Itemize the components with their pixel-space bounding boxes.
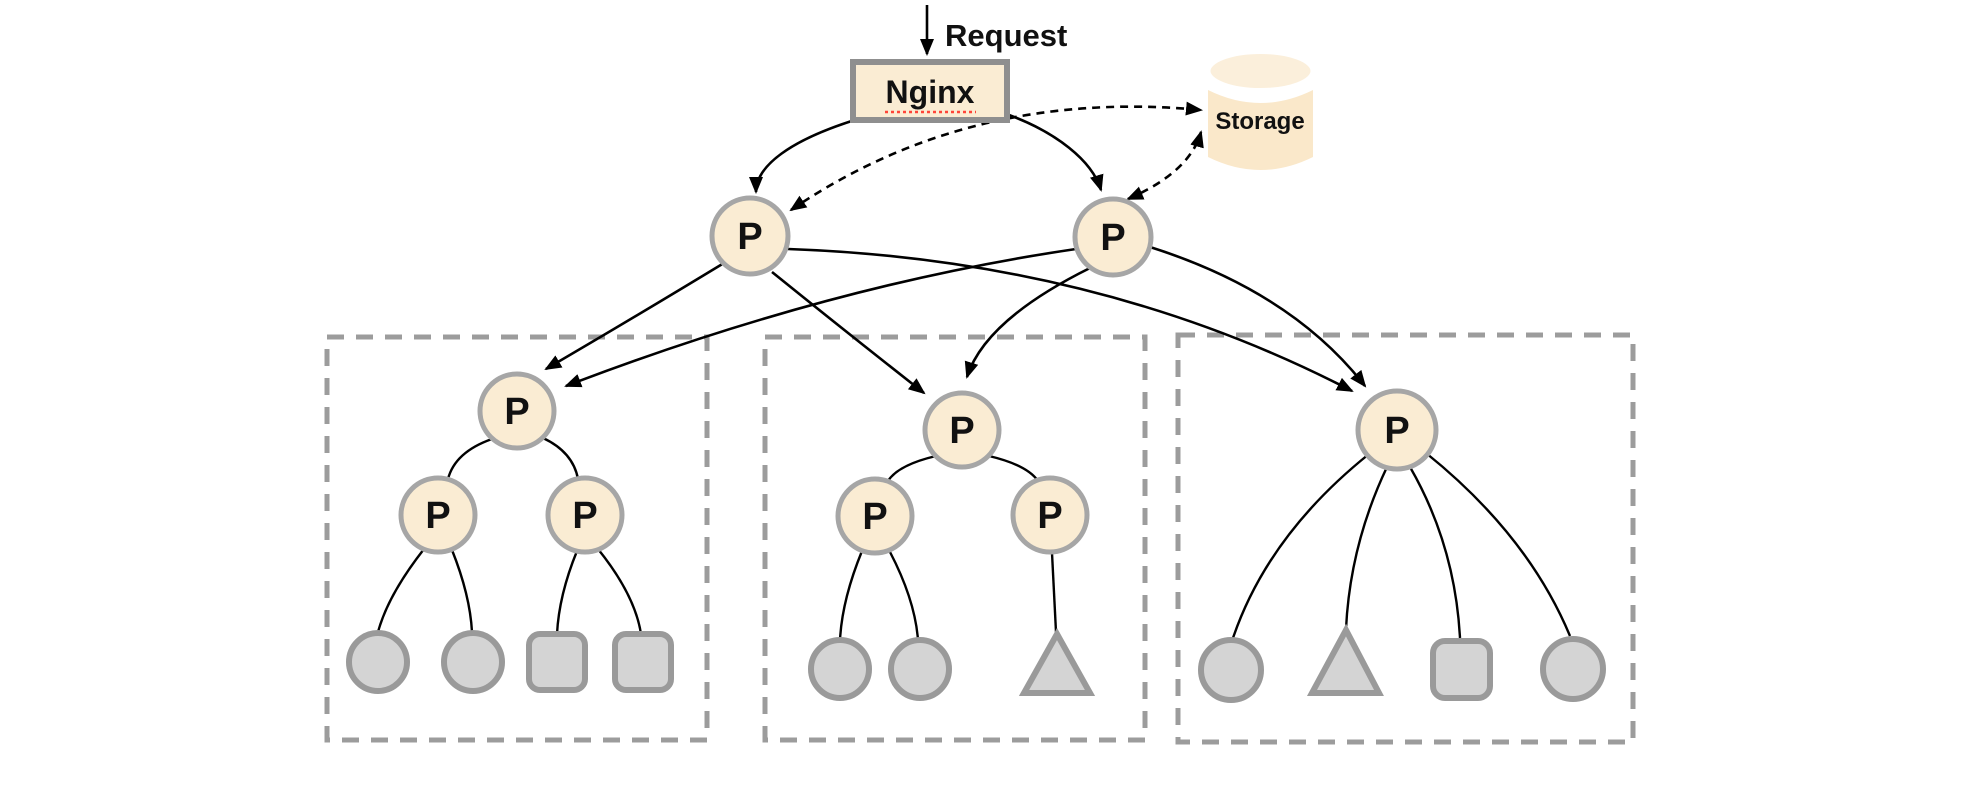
g2-edge-left-c1 — [838, 550, 864, 641]
edge-proxy-left-storage — [789, 101, 1203, 212]
proxy-left-label: P — [737, 216, 762, 258]
edge-proxy-right-group-1 — [564, 247, 1077, 388]
group-2-child-left-circle — [835, 476, 915, 556]
g2-edge-root-right — [988, 454, 1039, 482]
storage-cylinder-top — [1205, 49, 1316, 93]
storage-label: Storage — [1215, 108, 1304, 135]
group-1-child-left-node: P — [398, 475, 478, 555]
group-2-leaf-triangle — [1018, 627, 1096, 696]
group-2-root-circle — [922, 390, 1002, 470]
g3-edge-t1 — [1344, 466, 1389, 630]
group-2-child-right-label: P — [1037, 495, 1062, 537]
g2-edge-root-left — [886, 454, 937, 482]
group-1-root-circle — [477, 371, 557, 451]
group-2-child-left-node: P — [835, 476, 915, 556]
group-1-root-label: P — [504, 391, 529, 433]
storage-cylinder-body — [1208, 90, 1313, 170]
g1-edge-right-s1 — [555, 550, 579, 635]
group-1-leaf-circle-2 — [441, 630, 505, 694]
group-1-child-left-circle — [398, 475, 478, 555]
edge-proxy-right-group-2 — [964, 266, 1091, 379]
group-1-leaf-square-1 — [526, 631, 588, 693]
group-1-child-left-label: P — [425, 495, 450, 537]
group-2-child-left-label: P — [862, 496, 887, 538]
group-2-root-node: P — [922, 390, 1002, 470]
g3-edge-s1 — [1408, 466, 1462, 639]
group-3-leaf-circle-2 — [1540, 636, 1606, 702]
group-2-box — [762, 334, 1148, 743]
group-1-child-right-node: P — [545, 475, 625, 555]
group-1-child-right-label: P — [572, 495, 597, 537]
group-3-leaf-circle-1 — [1198, 637, 1264, 703]
g2-edge-right-t1 — [1050, 552, 1058, 633]
g1-edge-root-right — [542, 436, 580, 480]
g2-edge-left-c2 — [888, 551, 920, 641]
group-1-leaf-square-2 — [612, 631, 674, 693]
edge-nginx-to-proxy-right — [1008, 113, 1104, 192]
group-3-leaf-triangle — [1306, 623, 1384, 696]
group-2-root-label: P — [949, 410, 974, 452]
g1-edge-root-left — [446, 437, 493, 480]
group-3-root-circle — [1355, 388, 1439, 472]
g1-edge-left-c1 — [376, 548, 425, 633]
edge-proxy-left-group-1 — [544, 261, 725, 371]
proxy-left-node: P — [709, 195, 791, 277]
edge-proxy-left-group-3 — [787, 247, 1354, 393]
nginx-label: Nginx — [886, 74, 975, 110]
request-label: Request — [945, 18, 1067, 53]
proxy-right-label: P — [1100, 217, 1125, 259]
g1-edge-left-c2 — [450, 549, 474, 633]
group-2-child-right-circle — [1010, 475, 1090, 555]
proxy-right-circle — [1072, 196, 1154, 278]
g3-edge-c2 — [1425, 452, 1572, 637]
group-3-box — [1175, 332, 1636, 745]
group-3-leaf-square — [1430, 638, 1493, 701]
edge-nginx-to-proxy-left — [749, 117, 859, 194]
g3-edge-c1 — [1231, 453, 1370, 639]
proxy-left-circle — [709, 195, 791, 277]
nginx-node: Nginx — [850, 59, 1010, 123]
nginx-box — [850, 59, 1010, 123]
storage-node: Storage — [1205, 49, 1316, 170]
group-1-root-node: P — [477, 371, 557, 451]
group-2-leaf-circle-1 — [808, 637, 872, 701]
edge-proxy-right-group-3 — [1149, 245, 1367, 388]
group-3-root-node: P — [1355, 388, 1439, 472]
group-1-child-right-circle — [545, 475, 625, 555]
group-2-child-right-node: P — [1010, 475, 1090, 555]
group-3-root-label: P — [1384, 410, 1409, 452]
proxy-right-node: P — [1072, 196, 1154, 278]
edge-proxy-right-storage — [1126, 130, 1204, 201]
group-1-box — [324, 334, 710, 743]
edge-proxy-left-group-2 — [771, 270, 926, 395]
group-1-leaf-circle-1 — [346, 630, 410, 694]
g1-edge-right-s2 — [597, 548, 643, 635]
group-2-leaf-circle-2 — [888, 637, 952, 701]
